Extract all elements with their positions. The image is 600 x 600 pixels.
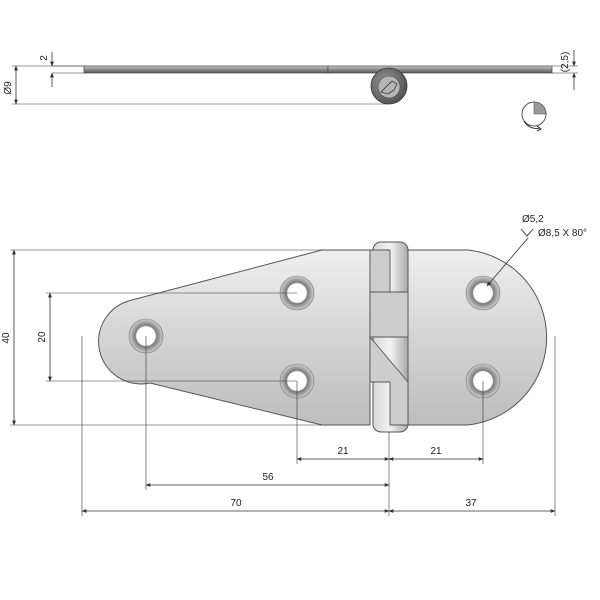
dim-right-length-label: 37	[465, 498, 477, 509]
dim-left-hole-offset-label: 21	[337, 446, 349, 457]
callout-hole-diameter: Ø5,2	[522, 214, 544, 225]
right-leaf	[407, 249, 548, 426]
side-view: 2 Ø9 (2,5)	[3, 50, 578, 132]
dim-thickness-label: 2	[39, 55, 50, 61]
side-plate-right	[327, 65, 553, 74]
side-pin-detail	[380, 80, 398, 95]
side-plate-left	[83, 65, 329, 74]
dim-ref-thickness-label: (2,5)	[560, 52, 571, 73]
dim-left-length-label: 70	[230, 498, 242, 509]
side-pin	[377, 75, 401, 99]
dim-hole-to-center-label: 56	[262, 472, 274, 483]
dim-height-label: Ø9	[3, 81, 14, 95]
countersink-symbol	[520, 228, 534, 237]
dim-right-hole-offset-label: 21	[430, 446, 442, 457]
dim-total-height-label: 40	[1, 332, 12, 344]
hole-right-top	[465, 275, 501, 311]
rotation-arrow-icon	[521, 101, 547, 132]
front-view: 40 20 21 21 56 70 37 Ø5,2 Ø8,5	[1, 214, 587, 516]
callout-countersink: Ø8,5 X 80°	[538, 228, 587, 239]
dim-hole-spacing-label: 20	[37, 331, 48, 343]
